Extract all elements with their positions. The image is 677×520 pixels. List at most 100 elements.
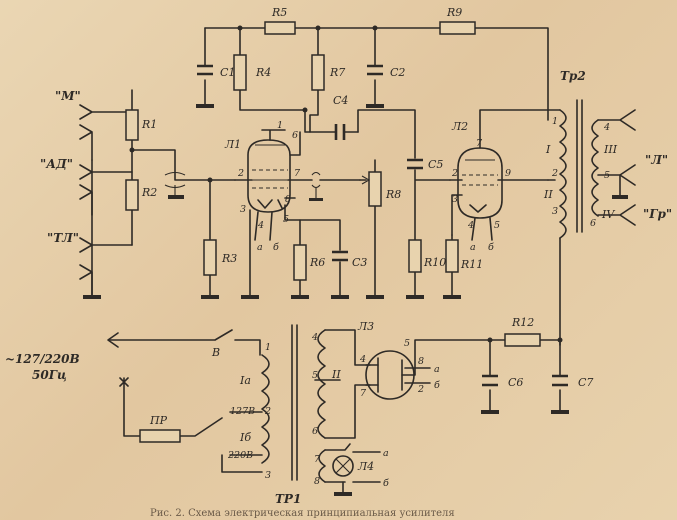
label-fuse-pr: ПР — [149, 414, 168, 427]
label-winding-i: I — [545, 143, 551, 156]
pin-label: 7 — [294, 168, 301, 179]
pin-label: 5 — [404, 338, 410, 349]
junction-dot — [372, 25, 378, 31]
label-winding-ia: Iа — [239, 374, 251, 387]
junction-dot — [129, 147, 135, 153]
label-l1: Л1 — [224, 138, 241, 151]
label-c1: C1 — [220, 66, 235, 79]
label-input-m: "М" — [55, 89, 81, 103]
resistor-r10 — [408, 239, 422, 273]
label-c2: C2 — [390, 66, 405, 79]
pin-label: 2 — [417, 384, 424, 395]
label-r9: R9 — [446, 6, 462, 19]
tube-l2 — [449, 109, 561, 241]
potentiometer-r8 — [368, 171, 382, 207]
label-c4: C4 — [333, 94, 348, 107]
label-c5: C5 — [428, 158, 443, 171]
resistor-r7 — [311, 54, 325, 91]
label-r10: R10 — [423, 256, 446, 269]
label-tr2: Тр2 — [560, 69, 586, 83]
capacitor-c4 — [304, 109, 416, 159]
resistor-r6 — [293, 244, 307, 281]
fuse-pr — [139, 429, 181, 443]
capacitor-c2 — [367, 64, 383, 76]
pin-label: 5 — [312, 370, 318, 381]
junction-dot — [237, 25, 243, 31]
label-r12: R12 — [511, 316, 534, 329]
ground-c3 — [331, 295, 349, 299]
pin-label: 8 — [285, 194, 291, 205]
ground-c7 — [551, 410, 569, 414]
pin-label: 7 — [360, 388, 367, 399]
figure-caption: Рис. 2. Схема электрическая принципиальн… — [150, 508, 455, 519]
resistor-r5 — [264, 21, 296, 35]
input-connectors — [79, 89, 236, 296]
resistor-r2 — [125, 179, 139, 211]
ground-r3 — [201, 295, 219, 299]
label-heater-b-l2: б — [488, 242, 494, 253]
wire-c5-r10 — [414, 169, 451, 296]
transformer-tr1 — [261, 324, 371, 483]
label-winding-iii: III — [603, 143, 618, 156]
capacitor-c5 — [407, 158, 423, 170]
resistor-r11 — [445, 239, 459, 273]
resistor-r3 — [203, 239, 217, 276]
wire-filter-caps — [489, 339, 561, 411]
pin-label: 8 — [418, 356, 424, 367]
junction-dot — [315, 25, 321, 31]
wire-r6-c3 — [299, 219, 341, 296]
label-l3: Л3 — [357, 320, 374, 333]
resistor-r4 — [233, 54, 247, 91]
pin-label: 6 — [590, 218, 596, 229]
capacitor-c1 — [197, 64, 213, 76]
pin-label: 3 — [452, 194, 458, 205]
label-tr1: ТР1 — [275, 492, 301, 506]
label-winding-ii: II — [331, 368, 341, 381]
pin-label: 6 — [292, 130, 298, 141]
pin-label: 4 — [257, 220, 264, 231]
pin-label: 4 — [603, 122, 610, 133]
pin-label: 2 — [451, 168, 458, 179]
junction-dot — [487, 337, 493, 343]
label-c7: C7 — [578, 376, 593, 389]
ground-r6 — [291, 295, 309, 299]
label-l4: Л4 — [357, 460, 374, 473]
label-l2: Л2 — [451, 120, 468, 133]
label-heater-b-l1: б — [273, 242, 279, 253]
pin-label: 5 — [283, 214, 289, 225]
label-heater-a-l4: а — [383, 448, 389, 459]
label-r7: R7 — [329, 66, 345, 79]
ground-r8 — [366, 295, 384, 299]
transformer-tr2 — [547, 99, 636, 346]
label-r11: R11 — [460, 258, 483, 271]
label-heater-a-l1: а — [257, 242, 263, 253]
label-c6: C6 — [508, 376, 523, 389]
label-winding-ii-tr2: II — [543, 188, 553, 201]
label-mains-frequency: 50Гц — [32, 368, 67, 382]
label-winding-ib: Iб — [239, 431, 251, 444]
pin-label: 5 — [494, 220, 500, 231]
ground-r11 — [443, 295, 461, 299]
junction-dot — [207, 177, 213, 183]
capacitor-c6 — [482, 374, 498, 387]
label-mains-voltage: ~127/220В — [5, 352, 80, 366]
rectifier-tube-l3 — [365, 339, 506, 400]
label-r1: R1 — [141, 118, 157, 131]
ground-l1 — [241, 295, 259, 299]
pin-label: 4 — [467, 220, 474, 231]
label-switch-v: В — [211, 346, 220, 359]
label-heater-a-l3: а — [434, 364, 440, 375]
pin-label: 2 — [264, 406, 271, 417]
label-output-gr: "Гр" — [643, 207, 672, 221]
label-c3: C3 — [352, 256, 367, 269]
ground-c1 — [196, 104, 214, 108]
label-r6: R6 — [309, 256, 325, 269]
capacitor-c7 — [552, 374, 568, 387]
shielded-input-cable — [164, 171, 186, 199]
ground-c2 — [366, 104, 384, 108]
pin-label: 6 — [312, 426, 318, 437]
label-tap-220: 220В — [227, 450, 253, 461]
junction-dot — [557, 337, 563, 343]
